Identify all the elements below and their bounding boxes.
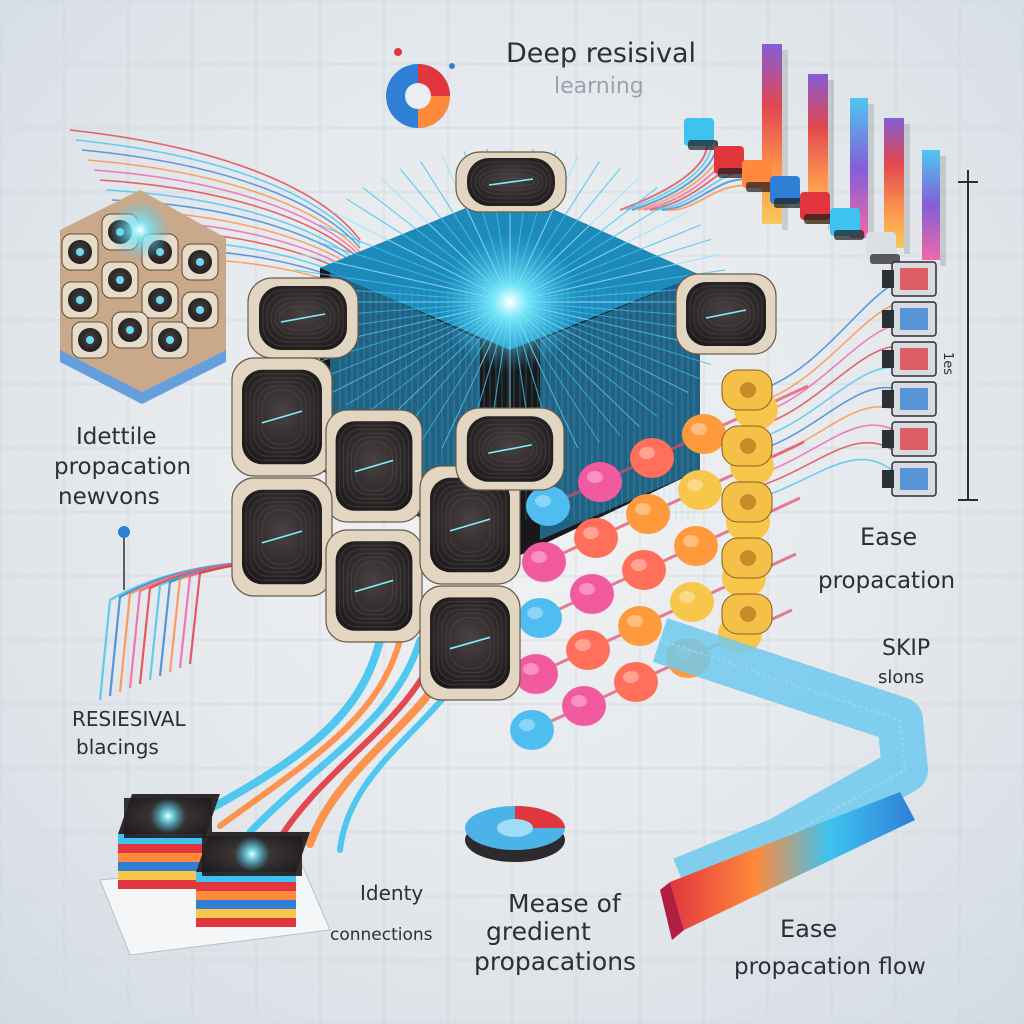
bottom-left-label-1: Identy: [360, 881, 424, 905]
gradient-bars: [684, 44, 946, 266]
right-mid-label-1: Ease: [860, 523, 918, 551]
stacked-blocks: [99, 794, 331, 956]
bottom-left-label-2: connections: [330, 925, 433, 945]
bottom-center-label-2: gredient: [486, 917, 591, 946]
bottom-right-label-2: propacation flow: [734, 954, 926, 980]
left-bottom-label-2: blacings: [76, 735, 159, 759]
bottom-center-label-1: Mease of: [508, 889, 621, 918]
left-bottom-label-1: RESIESIVAL: [72, 707, 186, 731]
title-line-1: Deep resisival: [506, 38, 697, 69]
side-scale-label: 1es: [940, 352, 955, 376]
left-top-label-2: propacation: [54, 454, 192, 480]
small-module-cube: [60, 190, 226, 404]
core-glow: [440, 232, 580, 372]
left-top-label-3: newvons: [58, 484, 160, 510]
right-skip-label-1: SKIP: [882, 636, 931, 661]
bottom-center-label-3: propacations: [474, 947, 637, 976]
gradient-puck: [465, 806, 565, 862]
right-skip-label-2: slons: [878, 667, 925, 688]
left-top-label-1: Idettile: [76, 424, 157, 450]
propagation-ribbon: [652, 618, 928, 940]
skip-sockets: [882, 261, 937, 497]
bottom-right-label-1: Ease: [780, 915, 838, 943]
speaker-modules: [231, 151, 777, 701]
right-mid-label-2: propacation: [818, 568, 956, 594]
title-line-2: learning: [554, 74, 644, 99]
pin-marker: [118, 526, 130, 590]
pie-icon: [386, 48, 455, 128]
side-scale: [958, 170, 978, 501]
